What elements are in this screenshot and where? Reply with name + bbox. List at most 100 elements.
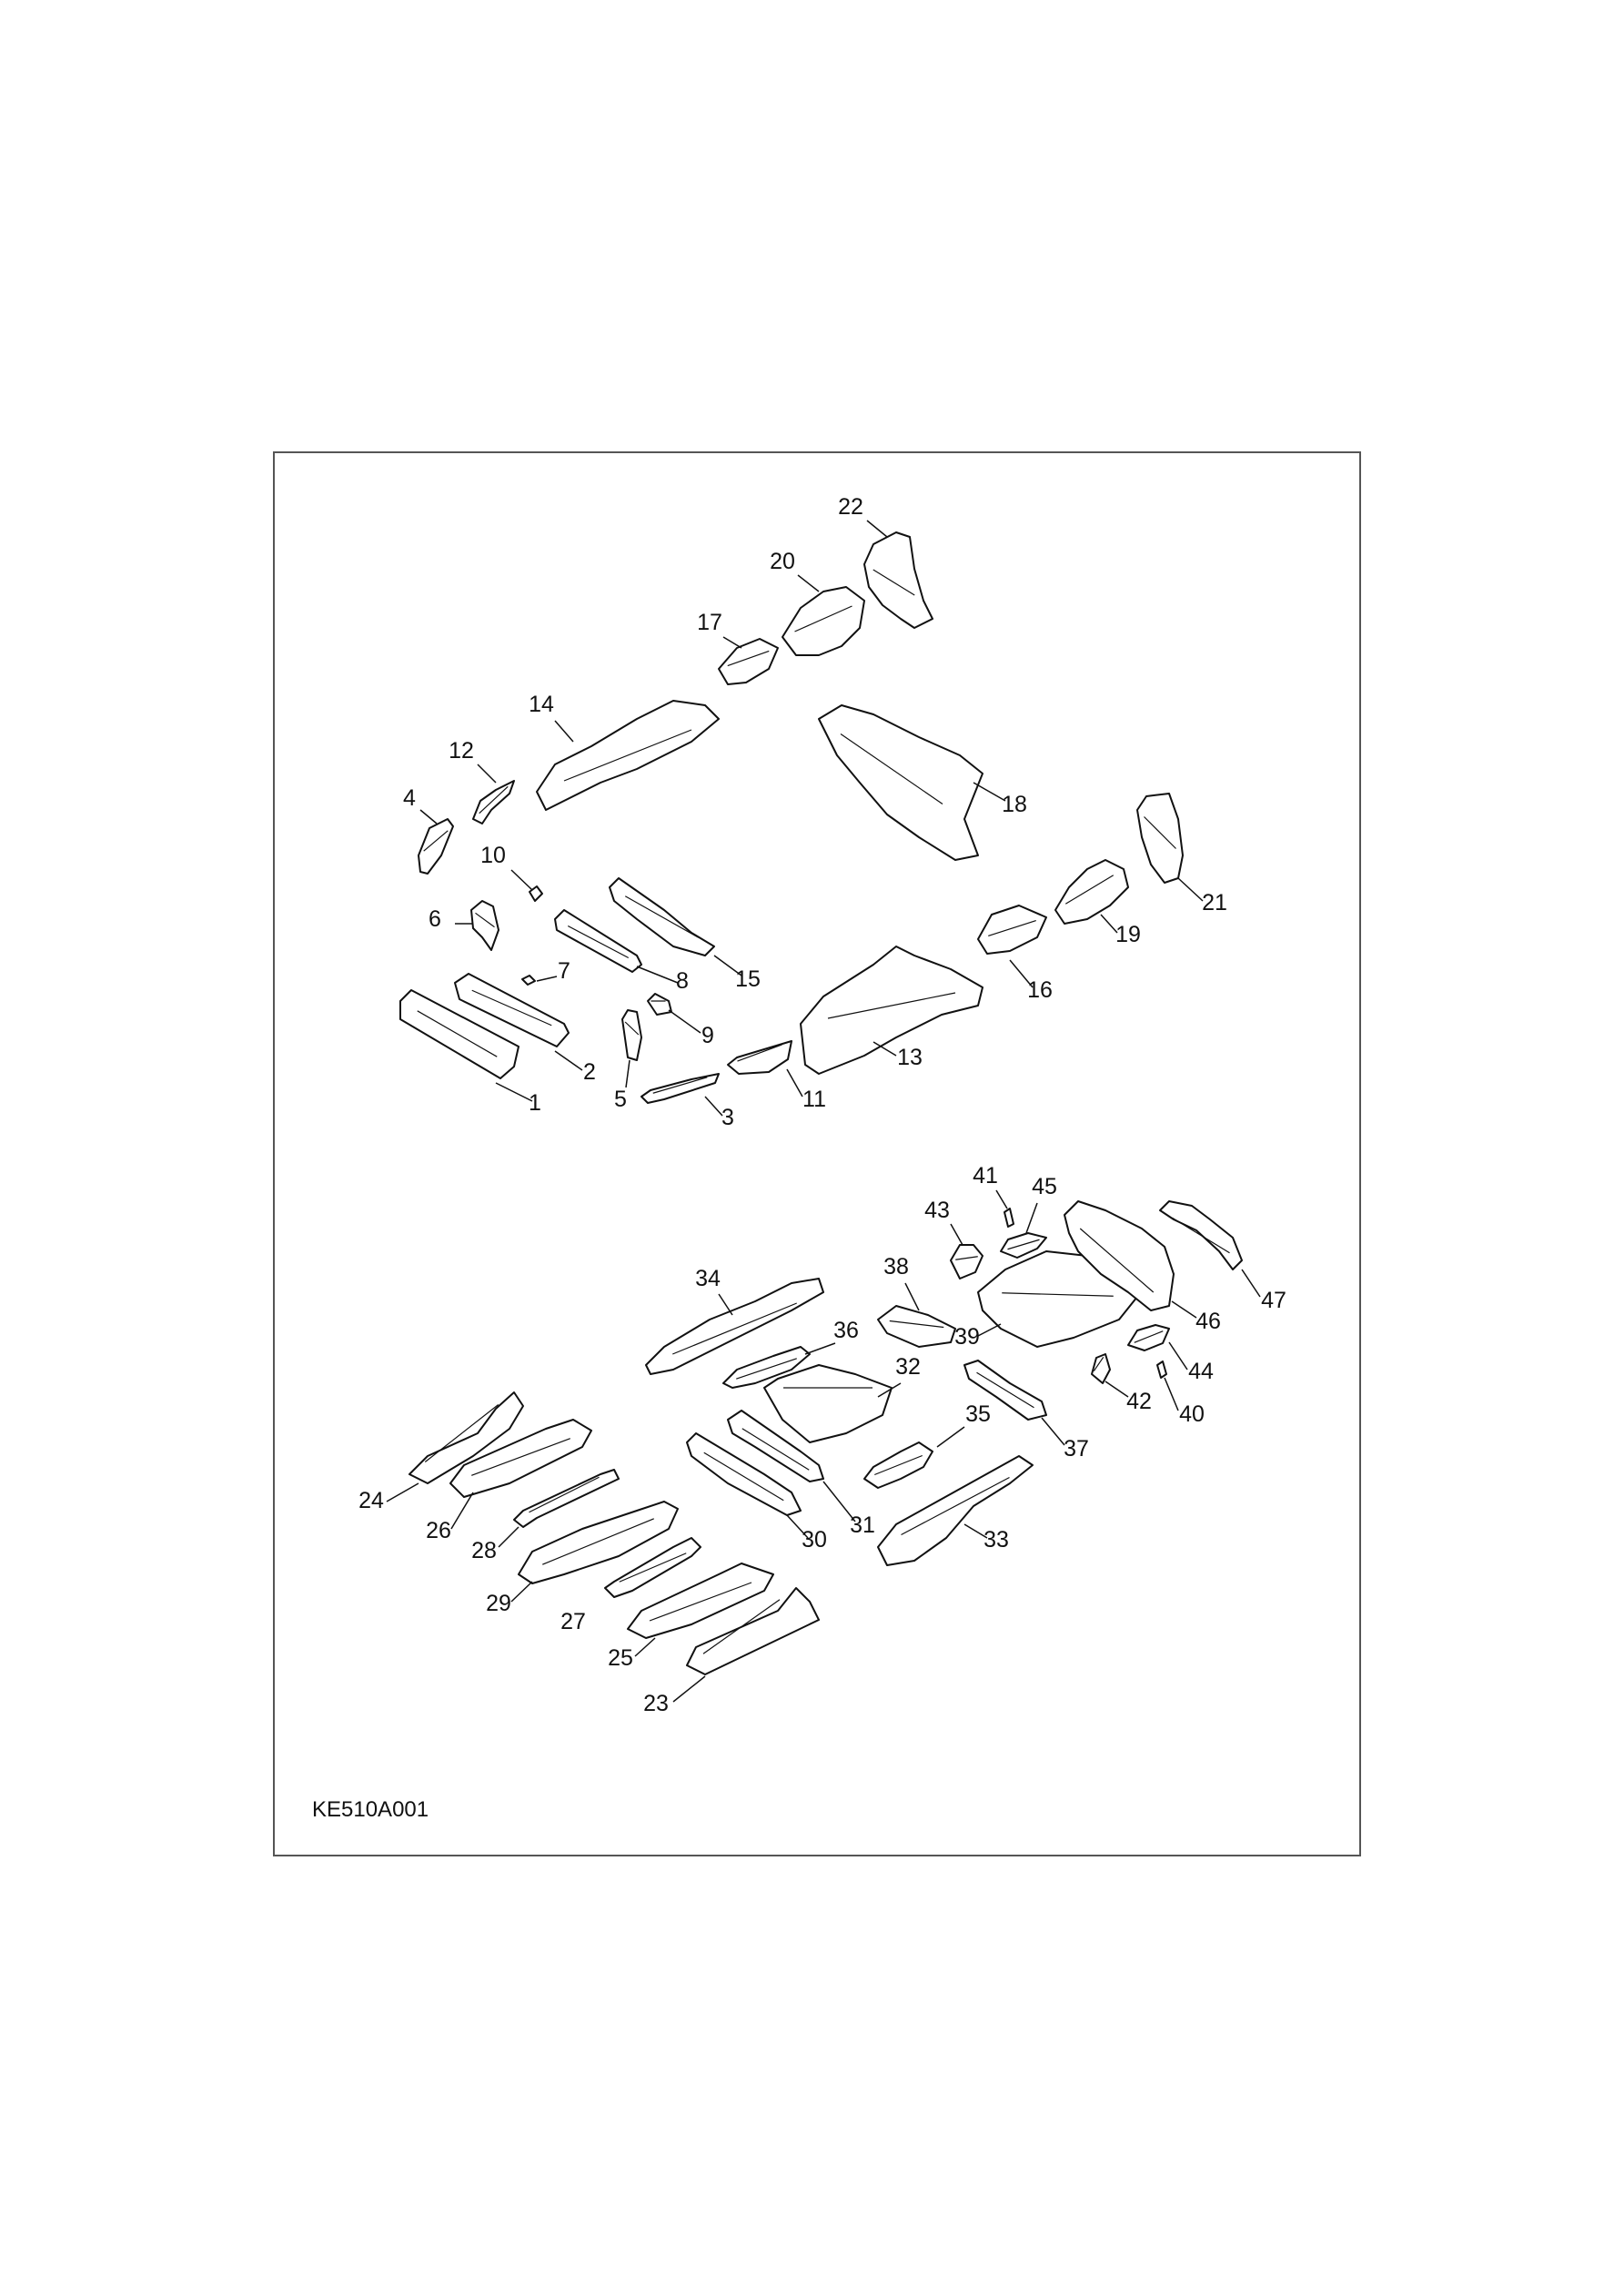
leader-line-4 [419,809,438,824]
part-47-detail [1172,1217,1230,1254]
callout-33: 33 [983,1527,1009,1553]
callout-43: 43 [924,1198,950,1223]
part-28-detail [529,1476,600,1513]
callout-36: 36 [833,1318,859,1343]
part-45-detail [1007,1239,1040,1250]
part-19-detail [1064,875,1115,905]
part-41 [1004,1208,1014,1228]
part-26-detail [471,1438,570,1476]
part-38-detail [889,1320,944,1329]
leader-line-12 [477,764,497,784]
leader-line-2 [554,1050,583,1071]
leader-line-7 [536,976,558,982]
callout-25: 25 [608,1645,633,1671]
part-7 [521,975,536,986]
leader-line-23 [672,1675,706,1703]
callout-7: 7 [558,958,570,984]
leader-line-31 [822,1481,856,1522]
callout-37: 37 [1064,1436,1089,1462]
part-32 [763,1364,893,1443]
part-40 [1156,1360,1167,1379]
parts-layer [399,531,1243,1675]
callout-41: 41 [973,1163,998,1188]
callout-30: 30 [802,1527,827,1553]
callout-8: 8 [676,968,689,994]
callout-26: 26 [426,1518,451,1543]
part-43 [950,1244,983,1279]
leader-line-40 [1164,1377,1179,1411]
part-34 [645,1278,824,1375]
leader-line-21 [1177,877,1204,902]
leader-line-20 [797,574,820,592]
part-28 [513,1469,620,1528]
part-23-detail [702,1599,781,1654]
leader-line-38 [904,1282,920,1311]
leader-line-30 [786,1514,809,1539]
part-29 [518,1501,679,1584]
part-2-detail [471,989,552,1027]
leader-line-18 [973,782,1006,802]
part-24-detail [424,1404,499,1462]
leader-line-8 [636,966,679,984]
callout-31: 31 [850,1512,875,1538]
diagram-code: KE510A001 [312,1797,429,1822]
part-38 [877,1305,956,1348]
part-39-detail [1002,1292,1114,1297]
callout-40: 40 [1179,1401,1205,1427]
leader-line-46 [1171,1300,1197,1319]
part-30 [686,1432,802,1516]
part-31-detail [741,1428,810,1471]
part-8-detail [567,925,630,959]
part-4-detail [423,830,449,852]
callout-38: 38 [883,1254,909,1279]
callout-24: 24 [358,1488,384,1513]
part-20 [782,586,865,656]
part-13-detail [827,992,956,1019]
part-36-detail [736,1358,797,1380]
leader-line-17 [722,636,742,649]
part-4 [418,818,454,875]
leader-line-14 [554,720,574,743]
callout-2: 2 [583,1059,596,1085]
part-11-detail [737,1044,782,1062]
leader-line-36 [804,1342,836,1355]
callout-39: 39 [954,1324,980,1350]
callout-16: 16 [1027,977,1053,1003]
leader-line-19 [1100,914,1118,934]
leader-line-3 [704,1096,723,1117]
callout-19: 19 [1115,922,1141,947]
leader-line-45 [1025,1202,1038,1234]
part-2 [454,973,570,1047]
callout-10: 10 [480,843,506,868]
leader-line-43 [950,1223,963,1246]
part-42 [1091,1353,1111,1384]
part-1 [399,989,519,1079]
leader-line-26 [450,1492,474,1530]
part-12 [472,780,515,824]
part-33 [877,1455,1034,1566]
leader-line-29 [510,1581,533,1603]
part-6-detail [475,912,495,928]
part-1-detail [417,1010,498,1057]
leader-lines-layer [386,520,1261,1703]
callout-27: 27 [560,1609,586,1634]
callout-44: 44 [1188,1359,1214,1384]
part-20-detail [794,605,852,632]
callout-9: 9 [701,1023,714,1048]
leader-line-37 [1041,1417,1065,1446]
part-33-detail [901,1476,1010,1536]
part-46-detail [1079,1228,1155,1293]
callout-15: 15 [735,966,761,992]
part-42-detail [1093,1356,1105,1372]
leader-line-13 [873,1041,897,1057]
callout-5: 5 [614,1087,627,1112]
callout-23: 23 [643,1691,669,1716]
leader-line-10 [510,869,533,891]
leader-line-5 [625,1059,630,1088]
part-25-detail [649,1582,752,1622]
leader-line-1 [495,1082,533,1102]
leader-line-34 [718,1293,733,1316]
part-12-detail [479,785,509,814]
